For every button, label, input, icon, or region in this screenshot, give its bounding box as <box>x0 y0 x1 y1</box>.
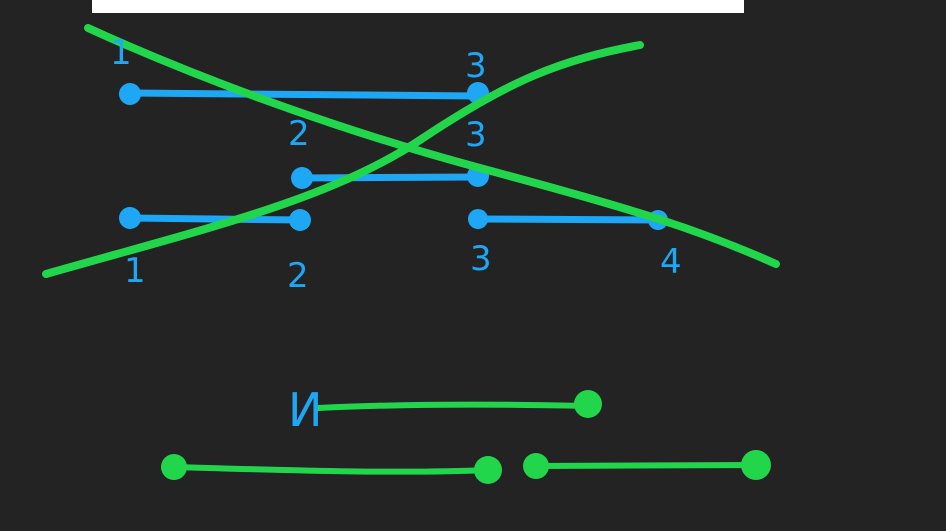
endpoint-dot <box>468 209 488 229</box>
label-seg1-end: 3 <box>465 46 487 86</box>
interval-segment-1-3 <box>126 89 482 100</box>
label-seg2-end: 3 <box>465 115 487 155</box>
green-endpoint-dot <box>161 454 187 480</box>
label-seg1-start: 1 <box>110 33 132 73</box>
interval-segment-1-2 <box>126 214 304 224</box>
scribble-mark: И <box>288 383 322 437</box>
endpoint-dot <box>291 167 313 189</box>
green-endpoint-dot <box>741 450 771 480</box>
interval-segment-2-3 <box>298 173 482 182</box>
green-cross-stroke-down <box>84 24 780 268</box>
green-cross-stroke-up <box>42 41 644 278</box>
endpoint-dot <box>119 83 141 105</box>
label-seg3-start: 1 <box>124 251 146 291</box>
green-endpoint-dot <box>523 453 549 479</box>
green-endpoint-dot <box>574 390 602 418</box>
label-seg2-start: 2 <box>288 114 310 154</box>
label-seg4-start: 3 <box>470 239 492 279</box>
endpoint-dot <box>119 207 141 229</box>
green-segment-upper <box>315 401 591 411</box>
top-white-bar <box>92 0 744 13</box>
interval-segment-3-4 <box>474 215 662 224</box>
green-endpoint-dot <box>474 456 502 484</box>
endpoint-dot <box>289 209 311 231</box>
green-segment-lower-right <box>533 462 759 469</box>
label-seg4-end: 4 <box>660 242 682 282</box>
green-segment-lower-left <box>171 464 491 475</box>
label-seg3-end: 2 <box>287 256 309 296</box>
